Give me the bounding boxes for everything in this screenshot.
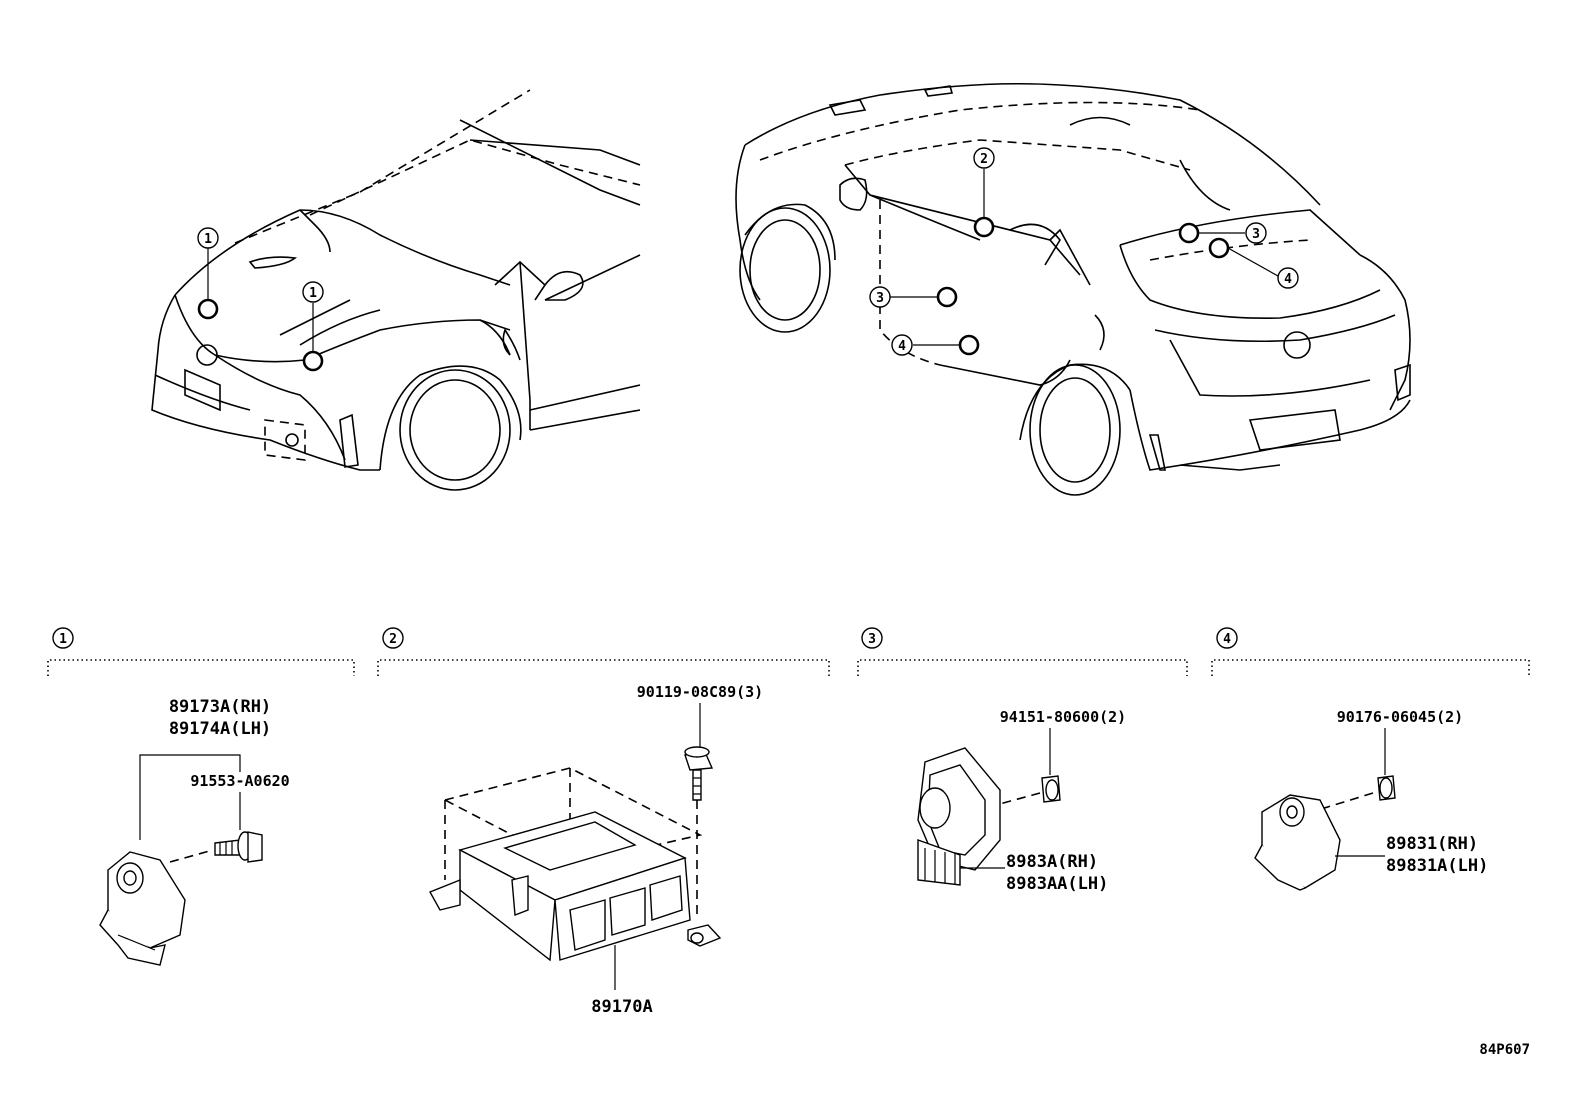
section-4-parts: 90176-06045(2) 89831(RH) 89831A(LH) xyxy=(1254,708,1488,891)
svg-text:3: 3 xyxy=(868,632,876,647)
part-label-89831a-lh: 89831A(LH) xyxy=(1386,856,1488,876)
svg-text:1: 1 xyxy=(59,632,67,647)
bolt-91553-icon xyxy=(214,831,263,863)
part-label-91553-a0620: 91553-A0620 xyxy=(190,772,289,790)
callout-1-front-left: 1 xyxy=(197,227,219,249)
callout-3-rear-right: 3 xyxy=(1245,222,1267,244)
side-impact-sensor-icon xyxy=(917,747,1001,886)
section-3-parts: 94151-80600(2) 8983A(RH) 8983AA(LH) xyxy=(917,708,1126,894)
svg-text:4: 4 xyxy=(898,339,906,354)
callout-4-rear-left: 4 xyxy=(891,334,913,356)
rear-impact-sensor-icon xyxy=(1254,794,1341,891)
callout-4-rear-right: 4 xyxy=(1277,267,1299,289)
section-2-header: 2 xyxy=(377,627,830,676)
section-2-parts: 90119-08C89(3) 89170A xyxy=(429,683,763,1017)
callout-3-rear-left: 3 xyxy=(869,286,891,308)
airbag-module-icon xyxy=(429,811,722,962)
svg-text:3: 3 xyxy=(1252,227,1260,242)
rear-car-illustration xyxy=(735,82,1411,496)
part-label-89831-rh: 89831(RH) xyxy=(1386,834,1478,854)
part-label-94151-80600: 94151-80600(2) xyxy=(1000,708,1126,726)
svg-text:2: 2 xyxy=(389,632,397,647)
svg-text:4: 4 xyxy=(1284,272,1292,287)
section-1-parts: 89173A(RH) 89174A(LH) 91553-A0620 xyxy=(99,697,290,966)
svg-text:4: 4 xyxy=(1223,632,1231,647)
nut-94151-icon xyxy=(1041,775,1061,803)
section-4-header: 4 xyxy=(1211,627,1530,676)
part-label-90176-06045: 90176-06045(2) xyxy=(1337,708,1463,726)
front-car-illustration xyxy=(151,89,641,491)
callout-2-rear: 2 xyxy=(973,147,995,169)
svg-text:3: 3 xyxy=(876,291,884,306)
bolt-90119-icon xyxy=(684,746,714,801)
part-label-8983aa-lh: 8983AA(LH) xyxy=(1006,874,1108,894)
section-3-header: 3 xyxy=(857,627,1188,676)
nut-90176-icon xyxy=(1377,775,1396,801)
front-impact-sensor-icon xyxy=(99,851,186,966)
part-label-89170a: 89170A xyxy=(591,997,652,1017)
svg-text:1: 1 xyxy=(309,286,317,301)
diagram-code: 84P607 xyxy=(1479,1042,1530,1058)
svg-text:2: 2 xyxy=(980,152,988,167)
svg-text:1: 1 xyxy=(204,232,212,247)
part-label-8983a-rh: 8983A(RH) xyxy=(1006,852,1098,872)
part-label-89173a-rh: 89173A(RH) xyxy=(169,697,271,717)
part-label-90119-08c89: 90119-08C89(3) xyxy=(637,683,763,701)
part-label-89174a-lh: 89174A(LH) xyxy=(169,719,271,739)
callout-1-front-right: 1 xyxy=(302,281,324,303)
section-1-header: 1 xyxy=(47,627,355,676)
